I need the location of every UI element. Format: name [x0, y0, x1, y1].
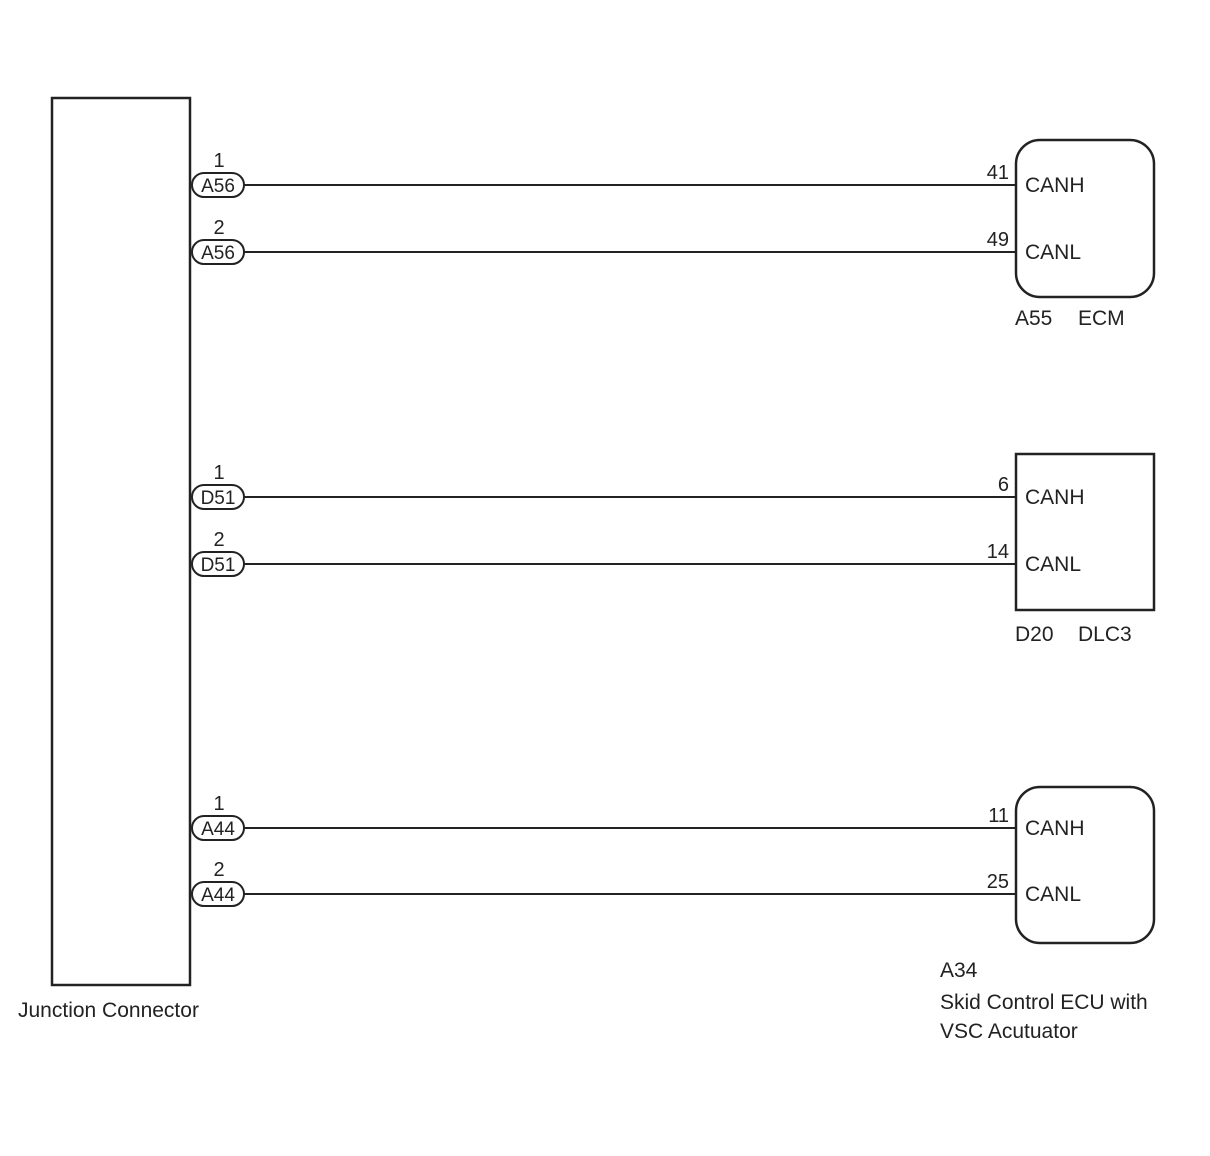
junction-pin-number: 2	[213, 529, 224, 551]
connector-pill	[191, 551, 245, 577]
device-code-a55: A55	[1015, 307, 1052, 330]
device-name-dlc3: DLC3	[1078, 623, 1132, 646]
connector-pill	[191, 484, 245, 510]
device-pin-number: 49	[987, 229, 1009, 251]
junction-connector-label: Junction Connector	[18, 999, 199, 1022]
connector-code: D51	[201, 488, 236, 509]
signal-label: CANL	[1025, 883, 1081, 906]
device-box-a34-skid-control-ecu	[1014, 785, 1156, 945]
signal-label: CANL	[1025, 553, 1081, 576]
connector-code: A44	[201, 819, 235, 840]
junction-pin-number: 1	[213, 150, 224, 172]
junction-pin-number: 1	[213, 793, 224, 815]
junction-connector-box	[50, 96, 192, 987]
device-box-a55-ecm	[1014, 138, 1156, 299]
device-pin-number: 41	[987, 162, 1009, 184]
device-name-a34-line-2: VSC Acutuator	[940, 1020, 1078, 1043]
connector-pill	[191, 172, 245, 198]
connector-code: A56	[201, 176, 235, 197]
connector-code: D51	[201, 555, 236, 576]
connector-pill	[191, 881, 245, 907]
junction-pin-number: 1	[213, 462, 224, 484]
device-name-a34-line-1: Skid Control ECU with	[940, 991, 1148, 1014]
connector-pill	[191, 815, 245, 841]
signal-label: CANH	[1025, 817, 1085, 840]
device-code-a34: A34	[940, 959, 978, 982]
connector-code: A44	[201, 885, 235, 906]
device-code-d20: D20	[1015, 623, 1054, 646]
signal-label: CANH	[1025, 174, 1085, 197]
device-pin-number: 6	[998, 474, 1009, 496]
junction-pin-number: 2	[213, 217, 224, 239]
junction-pin-number: 2	[213, 859, 224, 881]
wires-group: A56141CANHA56249CANLD5116CANHD51214CANLA…	[191, 150, 1085, 907]
device-pin-number: 14	[987, 541, 1009, 563]
device-pin-number: 11	[988, 805, 1009, 827]
device-pin-number: 25	[987, 871, 1009, 893]
signal-label: CANL	[1025, 241, 1081, 264]
device-box-d20-dlc3	[1014, 452, 1156, 612]
signal-label: CANH	[1025, 486, 1085, 509]
connector-code: A56	[201, 243, 235, 264]
connector-pill	[191, 239, 245, 265]
device-name-ecm: ECM	[1078, 307, 1125, 330]
